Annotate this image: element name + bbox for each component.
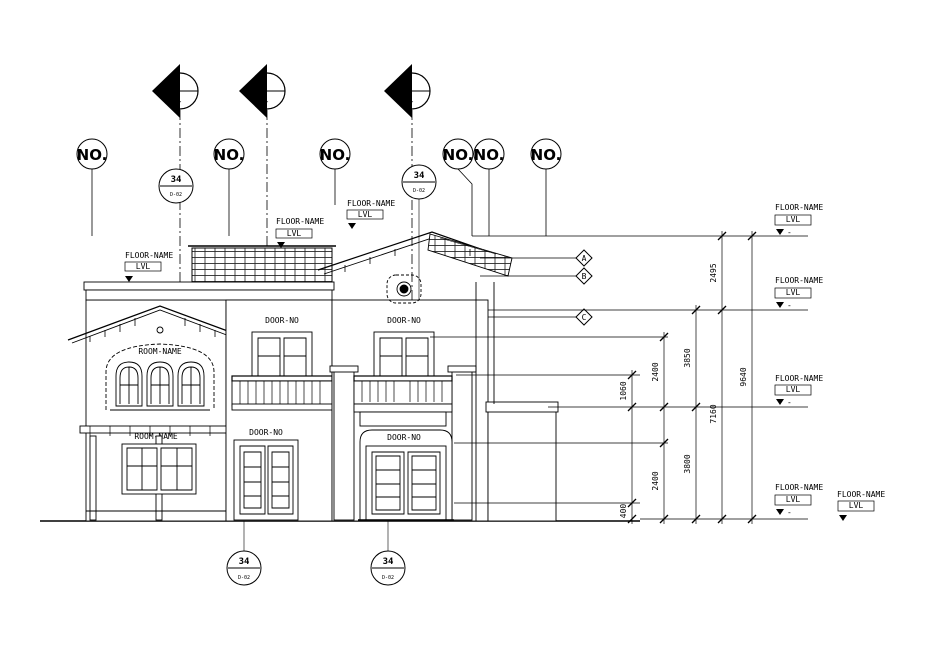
svg-text:LVL: LVL [786,495,801,504]
svg-text:NO.: NO. [77,146,108,164]
door-tag: DOOR-NO [387,316,421,325]
svg-text:D-02: D-02 [382,575,394,581]
level-tag-second: FLOOR-NAME LVL - [774,374,823,407]
dim-1060: 1060 [619,381,628,400]
grid-bubble-5: NO. [473,138,505,236]
svg-text:NO.: NO. [531,146,562,164]
svg-text:FLOOR-NAME: FLOOR-NAME [775,203,823,212]
svg-text:FLOOR-NAME: FLOOR-NAME [775,374,823,383]
svg-text:FLOOR-NAME: FLOOR-NAME [347,199,395,208]
svg-text:LVL: LVL [358,210,373,219]
detail-callout-bottom-2: 34 D-02 [370,520,406,586]
roof-marker-b: B [480,267,593,285]
level-tag-upper: FLOOR-NAME LVL - [774,276,823,310]
dimension-labels: 2495 2400 3850 1060 7160 9640 2400 3800 … [619,263,748,518]
level-tag-grade: FLOOR-NAME LVL [837,490,885,521]
dim-400: 400 [619,504,628,519]
roof-marker-a: A [480,249,593,267]
section-mark: - [178,97,183,106]
dim-2400-top: 2400 [651,362,660,381]
room-tag: ROOM-NAME [138,347,182,356]
grid-bubble-6: NO. [530,138,562,236]
svg-text:NO.: NO. [214,146,245,164]
svg-text:LVL: LVL [849,501,864,510]
svg-text:LVL: LVL [786,385,801,394]
dim-7160: 7160 [709,404,718,423]
floor-tag-left: FLOOR-NAME LVL [124,251,173,282]
svg-text:D-02: D-02 [170,192,182,198]
svg-text:-: - [787,228,792,237]
svg-text:-: - [787,508,792,517]
svg-text:FLOOR-NAME: FLOOR-NAME [775,483,823,492]
level-tag-roof: FLOOR-NAME LVL - [774,203,823,237]
svg-text:FLOOR-NAME: FLOOR-NAME [125,251,173,260]
svg-text:34: 34 [383,557,394,567]
roof-marker-c: C [488,308,593,326]
section-mark: - [410,97,415,106]
svg-text:-: - [787,301,792,310]
floor-tag-roof-right: FLOOR-NAME LVL [346,199,395,229]
grid-bubble-2: NO. [213,138,245,236]
door-tag: DOOR-NO [387,433,421,442]
svg-text:34: 34 [239,557,250,567]
svg-text:D-02: D-02 [238,575,250,581]
svg-text:LVL: LVL [786,288,801,297]
svg-text:FLOOR-NAME: FLOOR-NAME [837,490,885,499]
svg-text:LVL: LVL [136,262,151,271]
dim-3850: 3850 [683,348,692,367]
dimension-chains [627,231,757,524]
svg-text:34: 34 [414,171,425,181]
level-tag-ground: FLOOR-NAME LVL - [774,483,823,517]
detail-callout-bottom-1: 34 D-02 [226,520,262,586]
svg-text:FLOOR-NAME: FLOOR-NAME [775,276,823,285]
svg-text:NO.: NO. [320,146,351,164]
detail-callout-top-2: 34 D-02 [401,164,437,300]
grid-bubble-1: NO. [76,138,108,236]
svg-text:FLOOR-NAME: FLOOR-NAME [276,217,324,226]
floor-tag-roof-mid: FLOOR-NAME LVL [275,217,324,248]
svg-text:LVL: LVL [287,229,302,238]
svg-text:34: 34 [171,175,182,185]
svg-text:NO.: NO. [474,146,505,164]
grid-bubble-4: NO. [442,138,474,236]
dim-3800: 3800 [683,454,692,473]
grid-bubble-3: NO. [319,138,351,205]
dim-9640: 9640 [739,367,748,386]
svg-text:NO.: NO. [443,146,474,164]
svg-text:-: - [787,398,792,407]
building-elevation: ROOM-NAME ROOM-NAME [40,231,640,522]
dim-2495: 2495 [709,263,718,282]
svg-text:B: B [582,272,587,281]
dim-2400-bot: 2400 [651,471,660,490]
detail-callout-top-1: 34 D-02 [158,168,194,204]
svg-text:A: A [582,254,587,263]
section-mark: - [265,97,270,106]
svg-text:D-02: D-02 [413,188,425,194]
svg-text:C: C [582,313,587,322]
door-tag: DOOR-NO [249,428,283,437]
svg-text:LVL: LVL [786,215,801,224]
door-tag: DOOR-NO [265,316,299,325]
